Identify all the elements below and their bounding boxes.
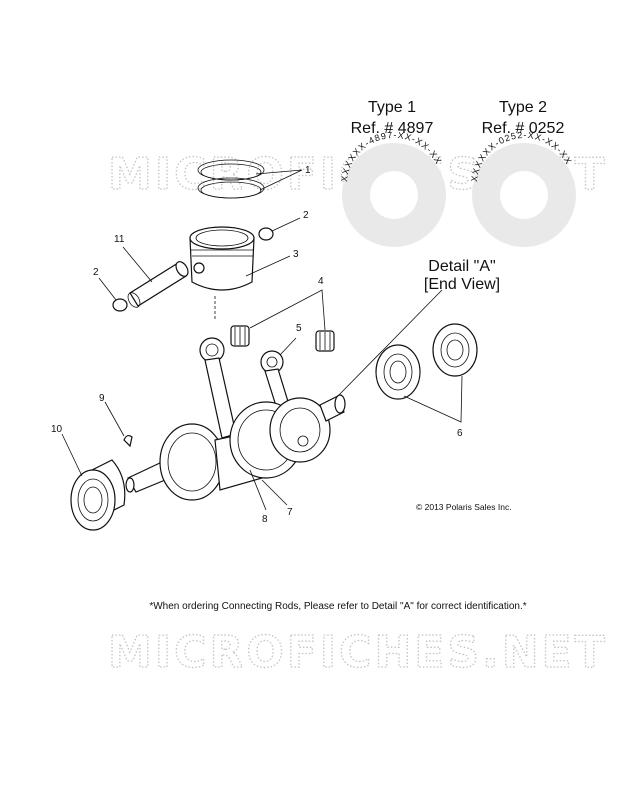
watermark-bottom: MICROFICHES.NET bbox=[108, 627, 608, 678]
piston bbox=[189, 226, 255, 320]
detail-a-title: Detail "A" bbox=[428, 258, 495, 275]
needle-bearing-left bbox=[230, 325, 250, 347]
circlip-right bbox=[258, 227, 274, 241]
callout-7: 7 bbox=[287, 507, 293, 518]
wrist-pin bbox=[127, 261, 189, 308]
circlip-left bbox=[112, 298, 128, 312]
type2-title: Type 2 bbox=[499, 99, 547, 116]
ball-bearing bbox=[70, 459, 126, 531]
woodruff-key bbox=[123, 434, 133, 448]
leader-2-right bbox=[271, 217, 301, 232]
type2-end-view: XXXXXX-0252-XX-XX-XX bbox=[469, 130, 576, 247]
callout-11: 11 bbox=[114, 234, 125, 245]
type1-title: Type 1 bbox=[368, 99, 416, 116]
leader-5 bbox=[279, 337, 297, 356]
needle-bearing-right bbox=[315, 330, 335, 352]
callout-6: 6 bbox=[457, 428, 463, 439]
detail-a-leader bbox=[335, 289, 443, 399]
callout-4: 4 bbox=[318, 276, 324, 287]
callout-1: 1 bbox=[305, 165, 311, 176]
type2-ref: Ref. # 0252 bbox=[482, 120, 565, 137]
connecting-rod-left bbox=[199, 337, 237, 439]
leader-3 bbox=[245, 255, 291, 277]
crankshaft bbox=[125, 394, 346, 501]
callout-10: 10 bbox=[51, 424, 63, 435]
callout-8: 8 bbox=[262, 514, 268, 525]
leader-10 bbox=[61, 433, 83, 477]
callout-9: 9 bbox=[99, 393, 105, 404]
copyright: © 2013 Polaris Sales Inc. bbox=[416, 502, 512, 512]
callout-2-right: 2 bbox=[303, 210, 309, 221]
callout-5: 5 bbox=[296, 323, 302, 334]
leader-6 bbox=[403, 375, 463, 423]
leader-1 bbox=[255, 169, 303, 191]
seal-left bbox=[375, 344, 421, 400]
leader-8 bbox=[249, 469, 267, 511]
callout-2-left: 2 bbox=[93, 267, 99, 278]
leader-7 bbox=[261, 479, 288, 506]
type1-end-view: XXXXXX-4897-XX-XX-XX bbox=[339, 130, 446, 247]
leader-2-left bbox=[98, 277, 117, 301]
leader-4 bbox=[249, 289, 326, 331]
leader-11 bbox=[122, 246, 153, 283]
leader-9 bbox=[104, 401, 125, 437]
detail-a-subtitle: [End View] bbox=[424, 276, 500, 293]
callout-3: 3 bbox=[293, 249, 299, 260]
ordering-note: *When ordering Connecting Rods, Please r… bbox=[149, 601, 526, 612]
seal-right bbox=[432, 323, 478, 377]
type1-ref: Ref. # 4897 bbox=[351, 120, 434, 137]
